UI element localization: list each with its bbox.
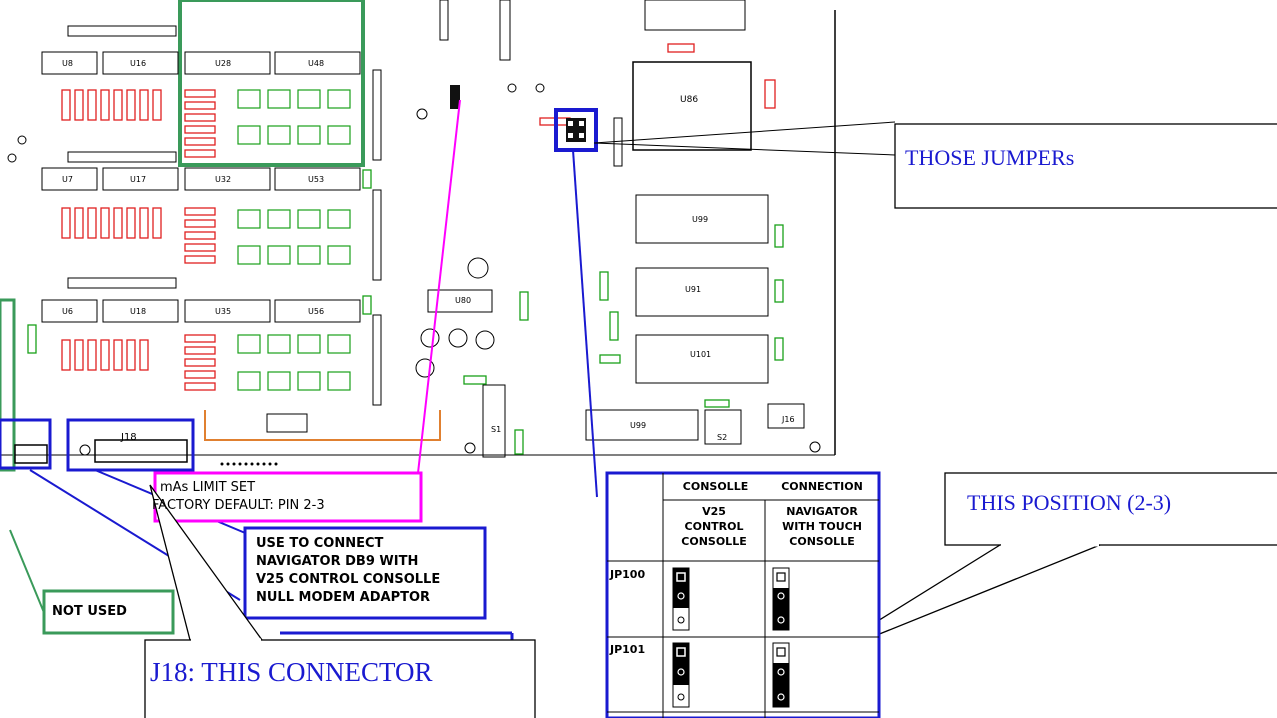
svg-text:U35: U35 (215, 307, 231, 316)
svg-text:U101: U101 (690, 350, 711, 359)
svg-text:U18: U18 (130, 307, 146, 316)
svg-text:U48: U48 (308, 59, 324, 68)
mas-limit-line2: FACTORY DEFAULT: PIN 2-3 (152, 498, 325, 513)
not-used-label: NOT USED (52, 604, 127, 619)
capacitors (27, 169, 784, 455)
svg-text:U56: U56 (308, 307, 324, 316)
svg-text:U28: U28 (215, 59, 231, 68)
test-points (7, 83, 821, 456)
this-position-label: THIS POSITION (2-3) (967, 490, 1172, 515)
svg-text:U16: U16 (130, 59, 146, 68)
resistor-clusters (61, 43, 776, 391)
use-to-connect-line3: V25 CONTROL CONSOLLE (256, 572, 441, 587)
svg-text:U6: U6 (62, 307, 73, 316)
row-jp100: JP100 (610, 568, 646, 581)
svg-text:U91: U91 (685, 285, 701, 294)
use-to-connect-line4: NULL MODEM ADAPTOR (256, 590, 431, 605)
board-jumpers (450, 85, 598, 152)
use-to-connect-line1: USE TO CONNECT (256, 536, 384, 551)
use-to-connect-line2: NAVIGATOR DB9 WITH (256, 554, 419, 569)
those-jumpers-label: THOSE JUMPERs (905, 145, 1075, 170)
j18-connector: J18 (0, 418, 195, 472)
svg-text:U17: U17 (130, 175, 146, 184)
svg-text:J18: J18 (120, 432, 137, 443)
table-header-connection: CONNECTION (781, 480, 863, 493)
svg-text:S1: S1 (491, 425, 501, 434)
table-header-consolle: CONSOLLE (682, 480, 749, 493)
callout-frames (42, 123, 1277, 718)
svg-text:U7: U7 (62, 175, 73, 184)
col1-line3: CONSOLLE (681, 535, 747, 548)
col1-line2: CONTROL (684, 520, 744, 533)
header-pins (220, 462, 278, 466)
svg-text:U8: U8 (62, 59, 73, 68)
mas-limit-line1: mAs LIMIT SET (160, 480, 256, 495)
resistor-networks (67, 0, 623, 406)
ic-rows (41, 51, 805, 458)
row-jp101: JP101 (610, 643, 646, 656)
jumper-table (605, 471, 881, 718)
col1-line1: V25 (702, 505, 726, 518)
svg-text:J16: J16 (781, 415, 795, 424)
col2-line2: WITH TOUCH (782, 520, 862, 533)
pcb-board: U86 (0, 0, 836, 472)
svg-text:U86: U86 (680, 95, 698, 105)
j18-connector-label: J18: THIS CONNECTOR (150, 657, 433, 687)
col2-line3: CONSOLLE (789, 535, 855, 548)
svg-text:U32: U32 (215, 175, 231, 184)
green-chips (237, 89, 351, 391)
svg-text:U80: U80 (455, 296, 471, 305)
svg-text:U99: U99 (630, 421, 646, 430)
svg-text:U99: U99 (692, 215, 708, 224)
col2-line1: NAVIGATOR (786, 505, 858, 518)
svg-text:U53: U53 (308, 175, 324, 184)
svg-text:S2: S2 (717, 433, 727, 442)
